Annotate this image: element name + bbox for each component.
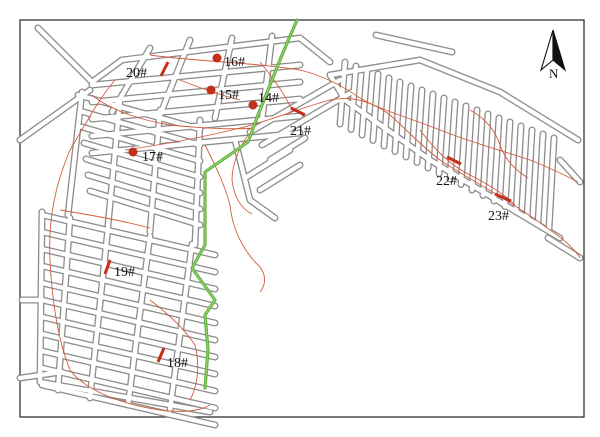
road-network: [16, 24, 584, 429]
pipe-network: [49, 54, 581, 412]
station-marker-16: [212, 53, 222, 63]
road-surface: [39, 348, 218, 394]
road-surface: [513, 123, 524, 215]
road-surface: [545, 235, 583, 261]
road-surface: [17, 369, 65, 381]
road-surface: [125, 233, 153, 408]
road-surface: [359, 67, 370, 138]
road-surface: [546, 135, 557, 231]
road-surface: [535, 131, 546, 226]
road-surface: [259, 33, 275, 123]
road-surface: [87, 188, 203, 228]
road-surface: [37, 379, 213, 415]
road-surface: [491, 115, 502, 204]
north-label: N: [549, 66, 559, 81]
road-surface: [55, 215, 73, 393]
road-surface: [348, 63, 359, 132]
road-surface: [17, 87, 93, 143]
road-surface: [79, 124, 203, 164]
road-surface: [37, 209, 45, 383]
road-surface: [85, 172, 203, 212]
station-label-16: 16#: [224, 55, 245, 70]
road-surface: [89, 57, 125, 85]
station-marker-23: [494, 192, 512, 203]
station-marker-14: [248, 100, 258, 110]
road-surface: [81, 140, 203, 180]
road-surface: [502, 119, 513, 209]
road-surface: [247, 197, 278, 221]
road-surface: [403, 83, 414, 160]
road-surface: [447, 99, 458, 182]
road-surface: [425, 91, 436, 171]
road-surface: [458, 103, 469, 187]
north-arrow-icon: N: [539, 29, 567, 81]
station-marker-20: [159, 61, 170, 77]
road-surface: [417, 57, 503, 95]
road-surface: [373, 32, 455, 55]
station-marker-21: [290, 106, 306, 117]
station-label-18: 18#: [167, 356, 188, 371]
station-label-22: 22#: [436, 174, 457, 189]
station-label-15: 15#: [218, 88, 239, 103]
road-surface: [259, 89, 355, 148]
road-surface: [39, 331, 218, 377]
road-surface: [557, 157, 583, 185]
road-surface: [212, 35, 235, 121]
road-surface: [370, 71, 381, 143]
station-marker-17: [128, 147, 138, 157]
road-surface: [257, 162, 303, 193]
station-marker-18: [156, 347, 166, 363]
road-surface: [39, 314, 218, 360]
road-surface: [39, 280, 218, 326]
road-surface: [414, 87, 425, 165]
station-label-19: 19#: [114, 265, 135, 280]
station-label-17: 17#: [142, 150, 163, 165]
station-markers: [103, 53, 512, 363]
station-label-20: 20#: [126, 66, 147, 81]
road-surface: [119, 35, 303, 63]
road-surface: [35, 25, 95, 85]
station-marker-19: [103, 259, 112, 275]
main-line: [190, 18, 299, 390]
station-label-14: 14#: [258, 91, 279, 106]
station-marker-15: [206, 85, 216, 95]
station-labels: 14# 15# 16# 17# 18# 19# 20# 21# 22# 23#: [114, 55, 509, 371]
road-surface: [83, 156, 203, 196]
road-surface: [39, 229, 218, 275]
station-label-21: 21#: [290, 124, 311, 139]
road-surface: [65, 89, 85, 218]
road-surface: [297, 35, 333, 65]
station-label-23: 23#: [488, 209, 509, 224]
road-surface: [524, 127, 535, 220]
road-surface: [87, 225, 111, 401]
road-surface: [337, 59, 348, 127]
station-marker-22: [446, 155, 462, 166]
road-surface: [247, 77, 343, 135]
road-surface: [105, 97, 123, 228]
road-surface: [392, 79, 403, 154]
road-surface: [242, 147, 293, 181]
road-surface: [436, 95, 447, 176]
road-surface: [497, 89, 581, 143]
road-surface: [89, 113, 303, 139]
